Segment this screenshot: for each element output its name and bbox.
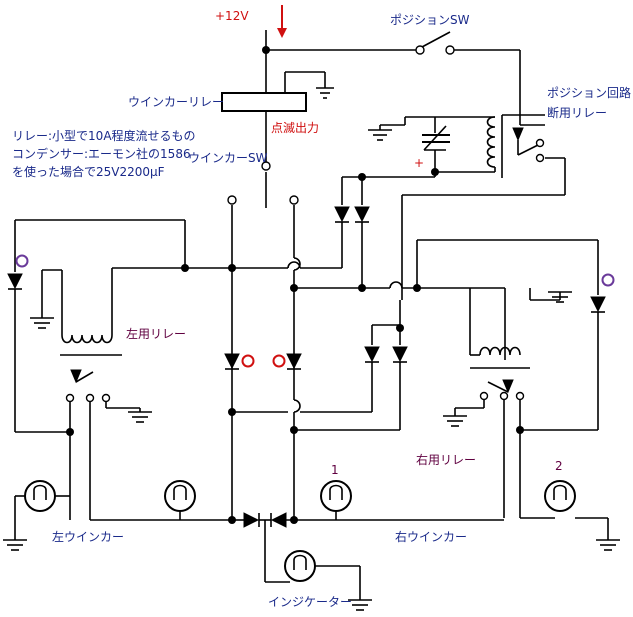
mark-o-red <box>272 354 286 368</box>
lamp-1-number: 1 <box>331 463 339 477</box>
junction-dot <box>228 516 236 524</box>
indicator-label: インジケーター <box>268 595 352 609</box>
junction-dot <box>396 324 404 332</box>
right-lamp-2 <box>544 480 620 551</box>
note-line-3: を使った場合で25V2200μF <box>12 164 165 179</box>
wire-hop <box>293 399 301 413</box>
right-lamp-1 <box>320 480 504 521</box>
winker-switch-label: ウインカーSW <box>188 151 268 165</box>
right-relay <box>443 288 555 519</box>
junction-dot <box>516 426 524 434</box>
mark-o-purple <box>15 254 29 268</box>
supply-arrow <box>277 5 287 38</box>
right-branch <box>416 239 606 431</box>
center-diodes <box>224 300 408 431</box>
winker-relay <box>221 71 334 162</box>
junction-dot <box>228 264 236 272</box>
mark-o-red <box>241 354 255 368</box>
switch-terminal <box>227 195 237 205</box>
junction-dot <box>290 284 298 292</box>
capacitor-plus-label: + <box>414 156 424 170</box>
left-winker-label: 左ウインカー <box>52 529 124 544</box>
winker-relay-label: ウインカーリレー <box>128 95 224 109</box>
blink-bus <box>341 172 436 205</box>
lamp-2-number: 2 <box>555 459 563 473</box>
position-cut-relay-label-2: 断用リレー <box>547 105 607 120</box>
wire-hop <box>293 257 301 271</box>
junction-dot <box>358 284 366 292</box>
junction-dot <box>262 46 270 54</box>
junction-dot <box>358 173 366 181</box>
left-branch <box>7 219 186 433</box>
position-switch-label: ポジションSW <box>390 13 470 27</box>
supply-label: +12V <box>215 9 249 23</box>
right-relay-label: 右用リレー <box>416 452 476 467</box>
right-winker-label: 右ウインカー <box>395 529 467 544</box>
junction-dot <box>228 408 236 416</box>
left-relay-label: 左用リレー <box>126 326 186 341</box>
position-switch <box>415 31 455 55</box>
junction-dot <box>290 516 298 524</box>
main-supply-wire <box>265 30 521 125</box>
bus-268 <box>185 261 342 269</box>
position-cut-relay <box>368 114 566 300</box>
left-lamp-inner <box>164 480 232 521</box>
left-lamp-outer <box>3 480 70 551</box>
switch-terminal <box>289 195 299 205</box>
blink-output-label: 点滅出力 <box>271 121 319 135</box>
junction-dot <box>66 428 74 436</box>
mark-o-purple <box>601 273 615 287</box>
winker-switch <box>261 161 271 208</box>
diode-pair-top <box>334 206 370 288</box>
left-relay <box>60 267 185 521</box>
junction-dot <box>290 426 298 434</box>
note-line-1: リレー:小型で10A程度流せるもの <box>12 128 196 143</box>
indicator-lamp <box>284 550 372 611</box>
position-cut-relay-label-1: ポジション回路 <box>547 85 631 100</box>
note-line-2: コンデンサー:エーモン社の1586 <box>12 146 191 161</box>
